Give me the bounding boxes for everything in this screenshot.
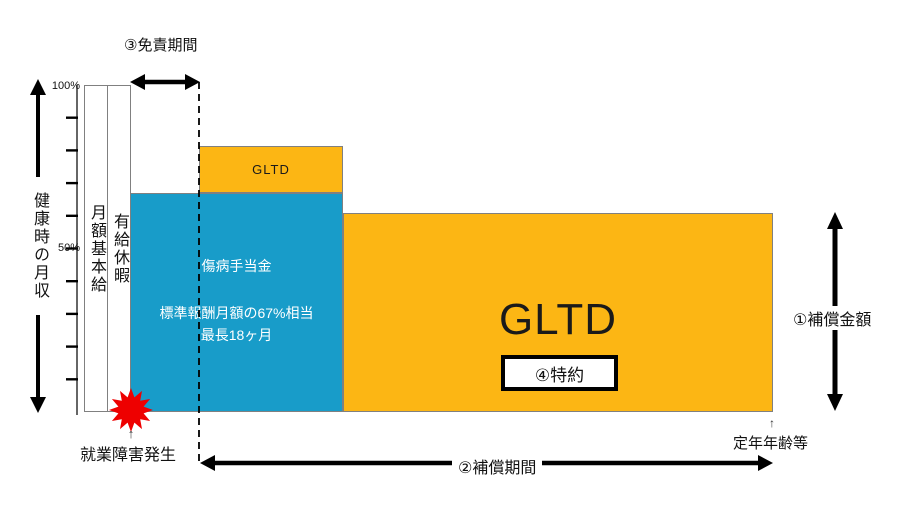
income-down-arrow: [30, 315, 46, 413]
sickness-allowance-detail-2: 最長18ヶ月: [200, 327, 273, 343]
compensation-amount-label: ①補償金額: [787, 306, 878, 330]
monthly-base-salary-bar: 月額基本給: [84, 85, 108, 412]
rider-label: ④特約: [534, 365, 585, 385]
sickness-allowance-box: 傷病手当金 標準報酬月額の67%相当 最長18ヶ月: [130, 193, 343, 412]
gltd-topup-label: GLTD: [252, 162, 290, 177]
retirement-pointer-icon: ↑: [769, 416, 775, 430]
gltd-topup-box: GLTD: [199, 146, 343, 193]
gltd-main-box: GLTD ④特約: [343, 213, 773, 412]
retirement-age-label: 定年年齢等: [733, 435, 809, 452]
monthly-base-salary-label: 月額基本給: [88, 203, 105, 294]
disability-event-pointer-icon: ↑: [127, 426, 135, 441]
sickness-allowance-detail-1: 標準報酬月額の67%相当: [159, 305, 314, 321]
axis-50-percent-label: 50%: [57, 242, 80, 254]
income-up-arrow: [30, 79, 46, 177]
sickness-allowance-title: 傷病手当金: [201, 258, 272, 274]
gltd-main-label: GLTD: [498, 295, 618, 344]
paid-leave-label: 有給休暇: [111, 212, 128, 285]
rider-box: ④特約: [501, 355, 618, 391]
axis-100-percent-label: 100%: [51, 80, 80, 92]
disability-event-label: 就業障害発生: [80, 447, 177, 464]
exemption-period-arrow: [130, 74, 200, 90]
exemption-period-label: ③免責期間: [124, 37, 198, 54]
compensation-period-label: ②補償期間: [452, 454, 543, 478]
y-axis-title: 健康時の月収: [31, 192, 48, 300]
paid-leave-bar: 有給休暇: [107, 85, 131, 412]
